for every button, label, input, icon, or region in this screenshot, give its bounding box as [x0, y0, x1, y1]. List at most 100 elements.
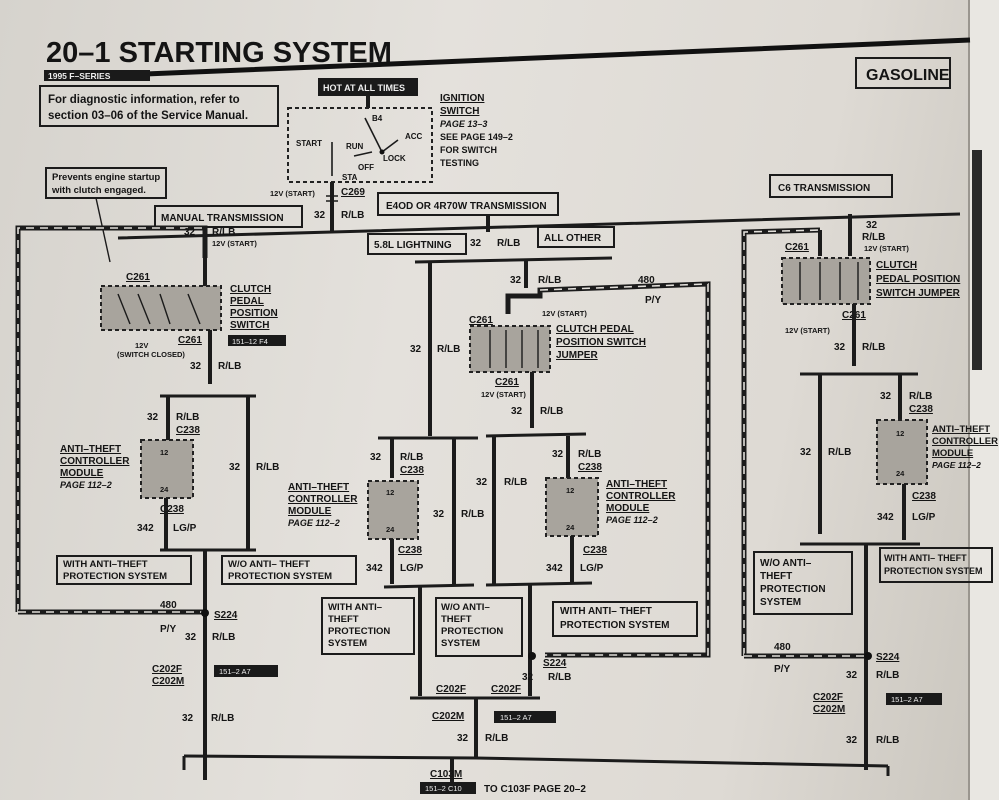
right-wo-rlb: R/LB — [828, 447, 851, 458]
ign-run: RUN — [346, 142, 364, 151]
svg-text:SYSTEM: SYSTEM — [441, 638, 480, 649]
center-c202m: C202M — [432, 711, 464, 722]
right-with-box — [879, 547, 993, 583]
center-with-label: WITH ANTI– THEFT PROTECTION SYSTEM — [328, 602, 390, 649]
center-jumper-label: CLUTCH PEDAL POSITION SWITCH JUMPER — [556, 324, 646, 361]
center-with-right-1: WITH ANTI– THEFT — [560, 606, 652, 617]
ignition-switch-box — [287, 107, 433, 183]
right-s224: S224 — [876, 652, 900, 663]
svg-text:WITH ANTI–: WITH ANTI– — [328, 602, 382, 613]
all-other-label: ALL OTHER — [544, 233, 602, 244]
ref-151-12-f4-label: 151–12 F4 — [232, 337, 268, 346]
center-branch-wires — [428, 260, 528, 436]
ign-sta: STA — [342, 173, 358, 182]
bottom-bus — [183, 754, 889, 768]
left-342: 342 — [137, 523, 154, 534]
svg-text:SEE PAGE 149–2: SEE PAGE 149–2 — [440, 132, 513, 142]
c2-c238-b: C238 — [583, 545, 607, 556]
ign-start: START — [296, 139, 322, 148]
svg-text:CONTROLLER: CONTROLLER — [288, 494, 358, 505]
svg-text:PAGE 112–2: PAGE 112–2 — [606, 515, 658, 525]
center-wo-label: W/O ANTI– THEFT PROTECTION SYSTEM — [441, 602, 503, 649]
svg-text:IGNITION: IGNITION — [440, 93, 484, 104]
right-12v-start: 12V (START) — [864, 244, 909, 253]
right-with-2: PROTECTION SYSTEM — [884, 566, 983, 576]
ign-c269: C269 — [341, 187, 365, 198]
left-branch-wires — [166, 396, 250, 550]
lightning-box — [367, 233, 467, 255]
c103m-label: C103M — [430, 769, 462, 780]
svg-text:CONTROLLER: CONTROLLER — [60, 456, 130, 467]
svg-text:SWITCH: SWITCH — [440, 106, 479, 117]
svg-text:TESTING: TESTING — [440, 158, 479, 168]
ref-151-2-c10 — [420, 782, 476, 794]
c2-32: 32 — [552, 449, 564, 460]
left-bottom-rlb: R/LB — [211, 713, 234, 724]
c1-c238: C238 — [400, 465, 424, 476]
left-s224: S224 — [214, 610, 238, 621]
left-wo-2: PROTECTION SYSTEM — [228, 571, 332, 582]
diagnostic-note-box — [39, 85, 279, 127]
center-with-right-box — [552, 601, 698, 637]
left-ref-151-2-a7 — [214, 665, 278, 677]
svg-text:CONTROLLER: CONTROLLER — [932, 436, 998, 447]
svg-text:W/O ANTI–: W/O ANTI– — [760, 558, 812, 569]
prevents-note-line2: with clutch engaged. — [51, 185, 146, 196]
ign-b4: B4 — [372, 114, 383, 123]
right-lgp: LG/P — [912, 512, 936, 523]
left-480: 480 — [160, 600, 177, 611]
center-mid-rlb: R/LB — [504, 477, 527, 488]
left-s224-splice — [201, 609, 209, 617]
bottom-bus-ends — [182, 756, 890, 776]
all-other-box — [537, 226, 615, 248]
svg-text:MODULE: MODULE — [288, 506, 332, 517]
left-with-1: WITH ANTI–THEFT — [63, 559, 148, 570]
transmission-branch-bus — [117, 212, 961, 240]
center-c261-top: C261 — [469, 315, 493, 326]
left-rlb: R/LB — [212, 227, 235, 238]
center-c202f-2: C202F — [491, 684, 521, 695]
right-anti-theft-label: ANTI–THEFT CONTROLLER MODULE PAGE 112–2 — [932, 424, 998, 470]
ign-wire-color: R/LB — [341, 210, 364, 221]
left-12v-start: 12V (START) — [212, 239, 257, 248]
center-s224: S224 — [543, 658, 567, 669]
section-title: 20–1 STARTING SYSTEM — [46, 37, 392, 69]
c1-pin24: 24 — [386, 525, 395, 534]
center-jumper-out-32: 32 — [511, 406, 523, 417]
svg-text:PEDAL: PEDAL — [230, 296, 264, 307]
left-wo-rlb: R/LB — [256, 462, 279, 473]
c2-342: 342 — [546, 563, 563, 574]
svg-text:PROTECTION: PROTECTION — [760, 584, 826, 595]
center-s224-splice — [528, 652, 536, 660]
center-bottom-rlb: R/LB — [485, 733, 508, 744]
ref-151-12-f4 — [228, 335, 286, 346]
center-lightning-rlb: R/LB — [437, 344, 460, 355]
c1-lgp: LG/P — [400, 563, 424, 574]
center-s224-rlb: R/LB — [548, 672, 571, 683]
next-page-black-tab — [972, 150, 982, 370]
right-with-1: WITH ANTI– THEFT — [884, 553, 967, 563]
svg-text:CONTROLLER: CONTROLLER — [606, 491, 676, 502]
c2-c238: C238 — [578, 462, 602, 473]
center-lower-wires — [418, 585, 532, 696]
c1-32: 32 — [370, 452, 382, 463]
center-ref-151-2-a7 — [494, 711, 556, 723]
svg-text:PAGE 112–2: PAGE 112–2 — [288, 518, 340, 528]
left-c202m: C202M — [152, 676, 184, 687]
ign-off: OFF — [358, 163, 374, 172]
left-bottom-32: 32 — [182, 713, 194, 724]
center-jumper-out-rlb: R/LB — [540, 406, 563, 417]
svg-text:ANTI–THEFT: ANTI–THEFT — [60, 444, 121, 455]
clutch-pedal-position-switch — [100, 285, 222, 331]
left-rlb-b: R/LB — [218, 361, 241, 372]
left-pin24: 24 — [160, 485, 169, 494]
svg-text:ANTI–THEFT: ANTI–THEFT — [606, 479, 667, 490]
left-32: 32 — [184, 227, 196, 238]
center-py: P/Y — [645, 295, 661, 306]
c1-c238-b: C238 — [398, 545, 422, 556]
right-12v-start-b: 12V (START) — [785, 326, 830, 335]
clutch-pedal-position-switch-jumper — [469, 325, 551, 373]
e4od-label: E4OD OR 4R70W TRANSMISSION — [386, 201, 547, 212]
right-c238-top: C238 — [909, 404, 933, 415]
c2-pin24: 24 — [566, 523, 575, 532]
